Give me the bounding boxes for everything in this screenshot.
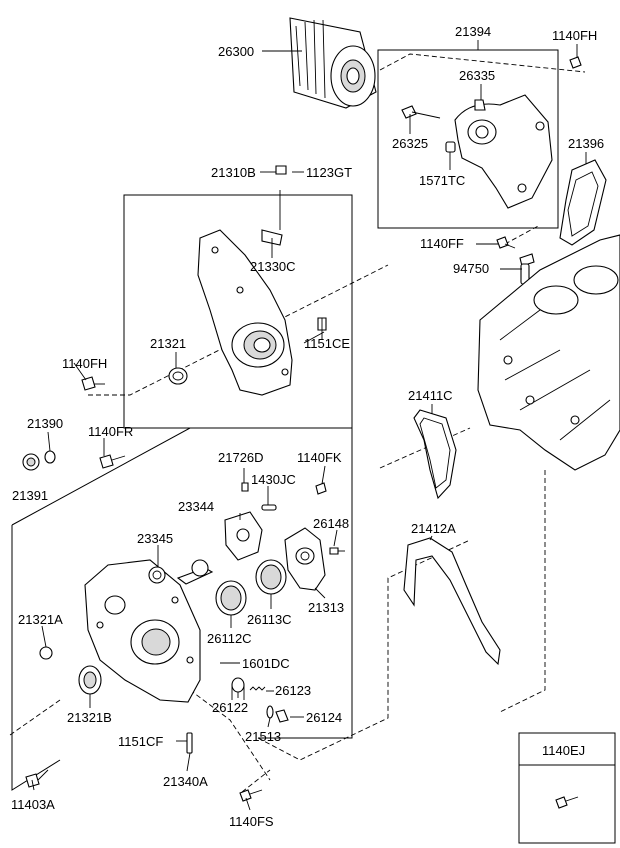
oil-pump-21394 (401, 94, 553, 209)
label-1430jc: 1430JC (251, 472, 296, 487)
inset-label-1140ej: 1140EJ (542, 743, 585, 758)
label-1123gt: 1123GT (306, 165, 352, 180)
label-21330c: 21330C (250, 259, 296, 274)
leader-lines (31, 40, 587, 811)
front-cover-lower-frame-left (11, 525, 61, 791)
inset-bolt-1140EJ (555, 796, 579, 809)
label-94750: 94750 (453, 261, 489, 276)
plunger-26122 (231, 677, 245, 700)
ring-21513 (266, 705, 274, 719)
outer-rotor-26112C (215, 580, 247, 616)
label-21390: 21390 (27, 416, 63, 431)
label-21394: 21394 (455, 24, 491, 39)
gasket-21412A (403, 537, 501, 666)
front-cover-lower-frame-top (11, 427, 353, 739)
label-23344: 23344 (178, 499, 214, 514)
label-21396: 21396 (568, 136, 604, 151)
label-1571tc: 1571TC (419, 173, 465, 188)
label-21321b: 21321B (67, 710, 112, 725)
guide-lines (9, 53, 586, 793)
label-26112c: 26112C (207, 631, 252, 646)
label-21726d: 21726D (218, 450, 264, 465)
group-frames (11, 49, 616, 844)
spring-26123 (249, 686, 266, 691)
label-1140fk: 1140FK (297, 450, 342, 465)
inset-box (518, 732, 616, 844)
oil-pump-frame (377, 49, 559, 229)
part-labels: 26300 21394 1140FH 26335 26325 1571TC 21… (11, 24, 604, 829)
bolt-1140FH-top (569, 56, 582, 69)
bolt-1140FH-mid (81, 376, 105, 391)
inner-rotor-26113C (255, 559, 287, 595)
bolt-11403A (25, 769, 49, 788)
label-21313: 21313 (308, 600, 344, 615)
front-case-lower (84, 559, 201, 703)
label-26124: 26124 (306, 710, 342, 725)
bolt-1140FK (315, 482, 327, 495)
label-1140fr: 1140FR (88, 424, 133, 439)
sensor-94750 (519, 253, 535, 285)
label-26123: 26123 (275, 683, 311, 698)
label-26113c: 26113C (247, 612, 292, 627)
timing-cover-21310B (197, 165, 327, 396)
label-26335: 26335 (459, 68, 495, 83)
label-11403a: 11403A (11, 797, 55, 812)
stud-1151CF (186, 732, 193, 754)
relief-cover-21313 (284, 527, 326, 591)
label-1151cf: 1151CF (118, 734, 163, 749)
seal-21321A (39, 646, 53, 660)
bolt-1140FR (99, 454, 126, 469)
plug-21391 (22, 453, 40, 471)
label-21391: 21391 (12, 488, 48, 503)
oil-filter-26300 (289, 17, 377, 109)
label-21321: 21321 (150, 336, 186, 351)
pump-cover-21726D (224, 482, 263, 561)
bolt-1140FS (239, 789, 263, 802)
gasket-21411C (413, 409, 457, 500)
bolt-1140FF (496, 236, 516, 249)
gasket-21396 (559, 159, 607, 246)
label-1140fs: 1140FS (229, 814, 274, 829)
shaft-23344 (176, 559, 214, 585)
label-21321a: 21321A (18, 612, 63, 627)
label-21340a: 21340A (163, 774, 208, 789)
label-26300: 26300 (218, 44, 254, 59)
label-21310b: 21310B (211, 165, 256, 180)
o-ring-21390 (44, 450, 56, 464)
label-26122: 26122 (212, 700, 248, 715)
oil-seal-21321 (168, 367, 188, 385)
label-21412a: 21412A (411, 521, 456, 536)
label-26148: 26148 (313, 516, 349, 531)
label-21411c: 21411C (408, 388, 453, 403)
label-23345: 23345 (137, 531, 173, 546)
label-1140fh-top: 1140FH (552, 28, 597, 43)
label-1151ce: 1151CE (304, 336, 350, 351)
seal-21321B (78, 665, 102, 695)
label-26325: 26325 (392, 136, 428, 151)
bolt-26148 (329, 547, 345, 555)
plug-26124 (275, 709, 289, 723)
gear-23345 (148, 566, 166, 584)
pin-1430JC (261, 504, 277, 511)
label-1140ff: 1140FF (420, 236, 464, 251)
engine-block (477, 234, 620, 471)
label-1601dc: 1601DC (242, 656, 290, 671)
label-21513: 21513 (245, 729, 281, 744)
label-1140fh-mid: 1140FH (62, 356, 107, 371)
